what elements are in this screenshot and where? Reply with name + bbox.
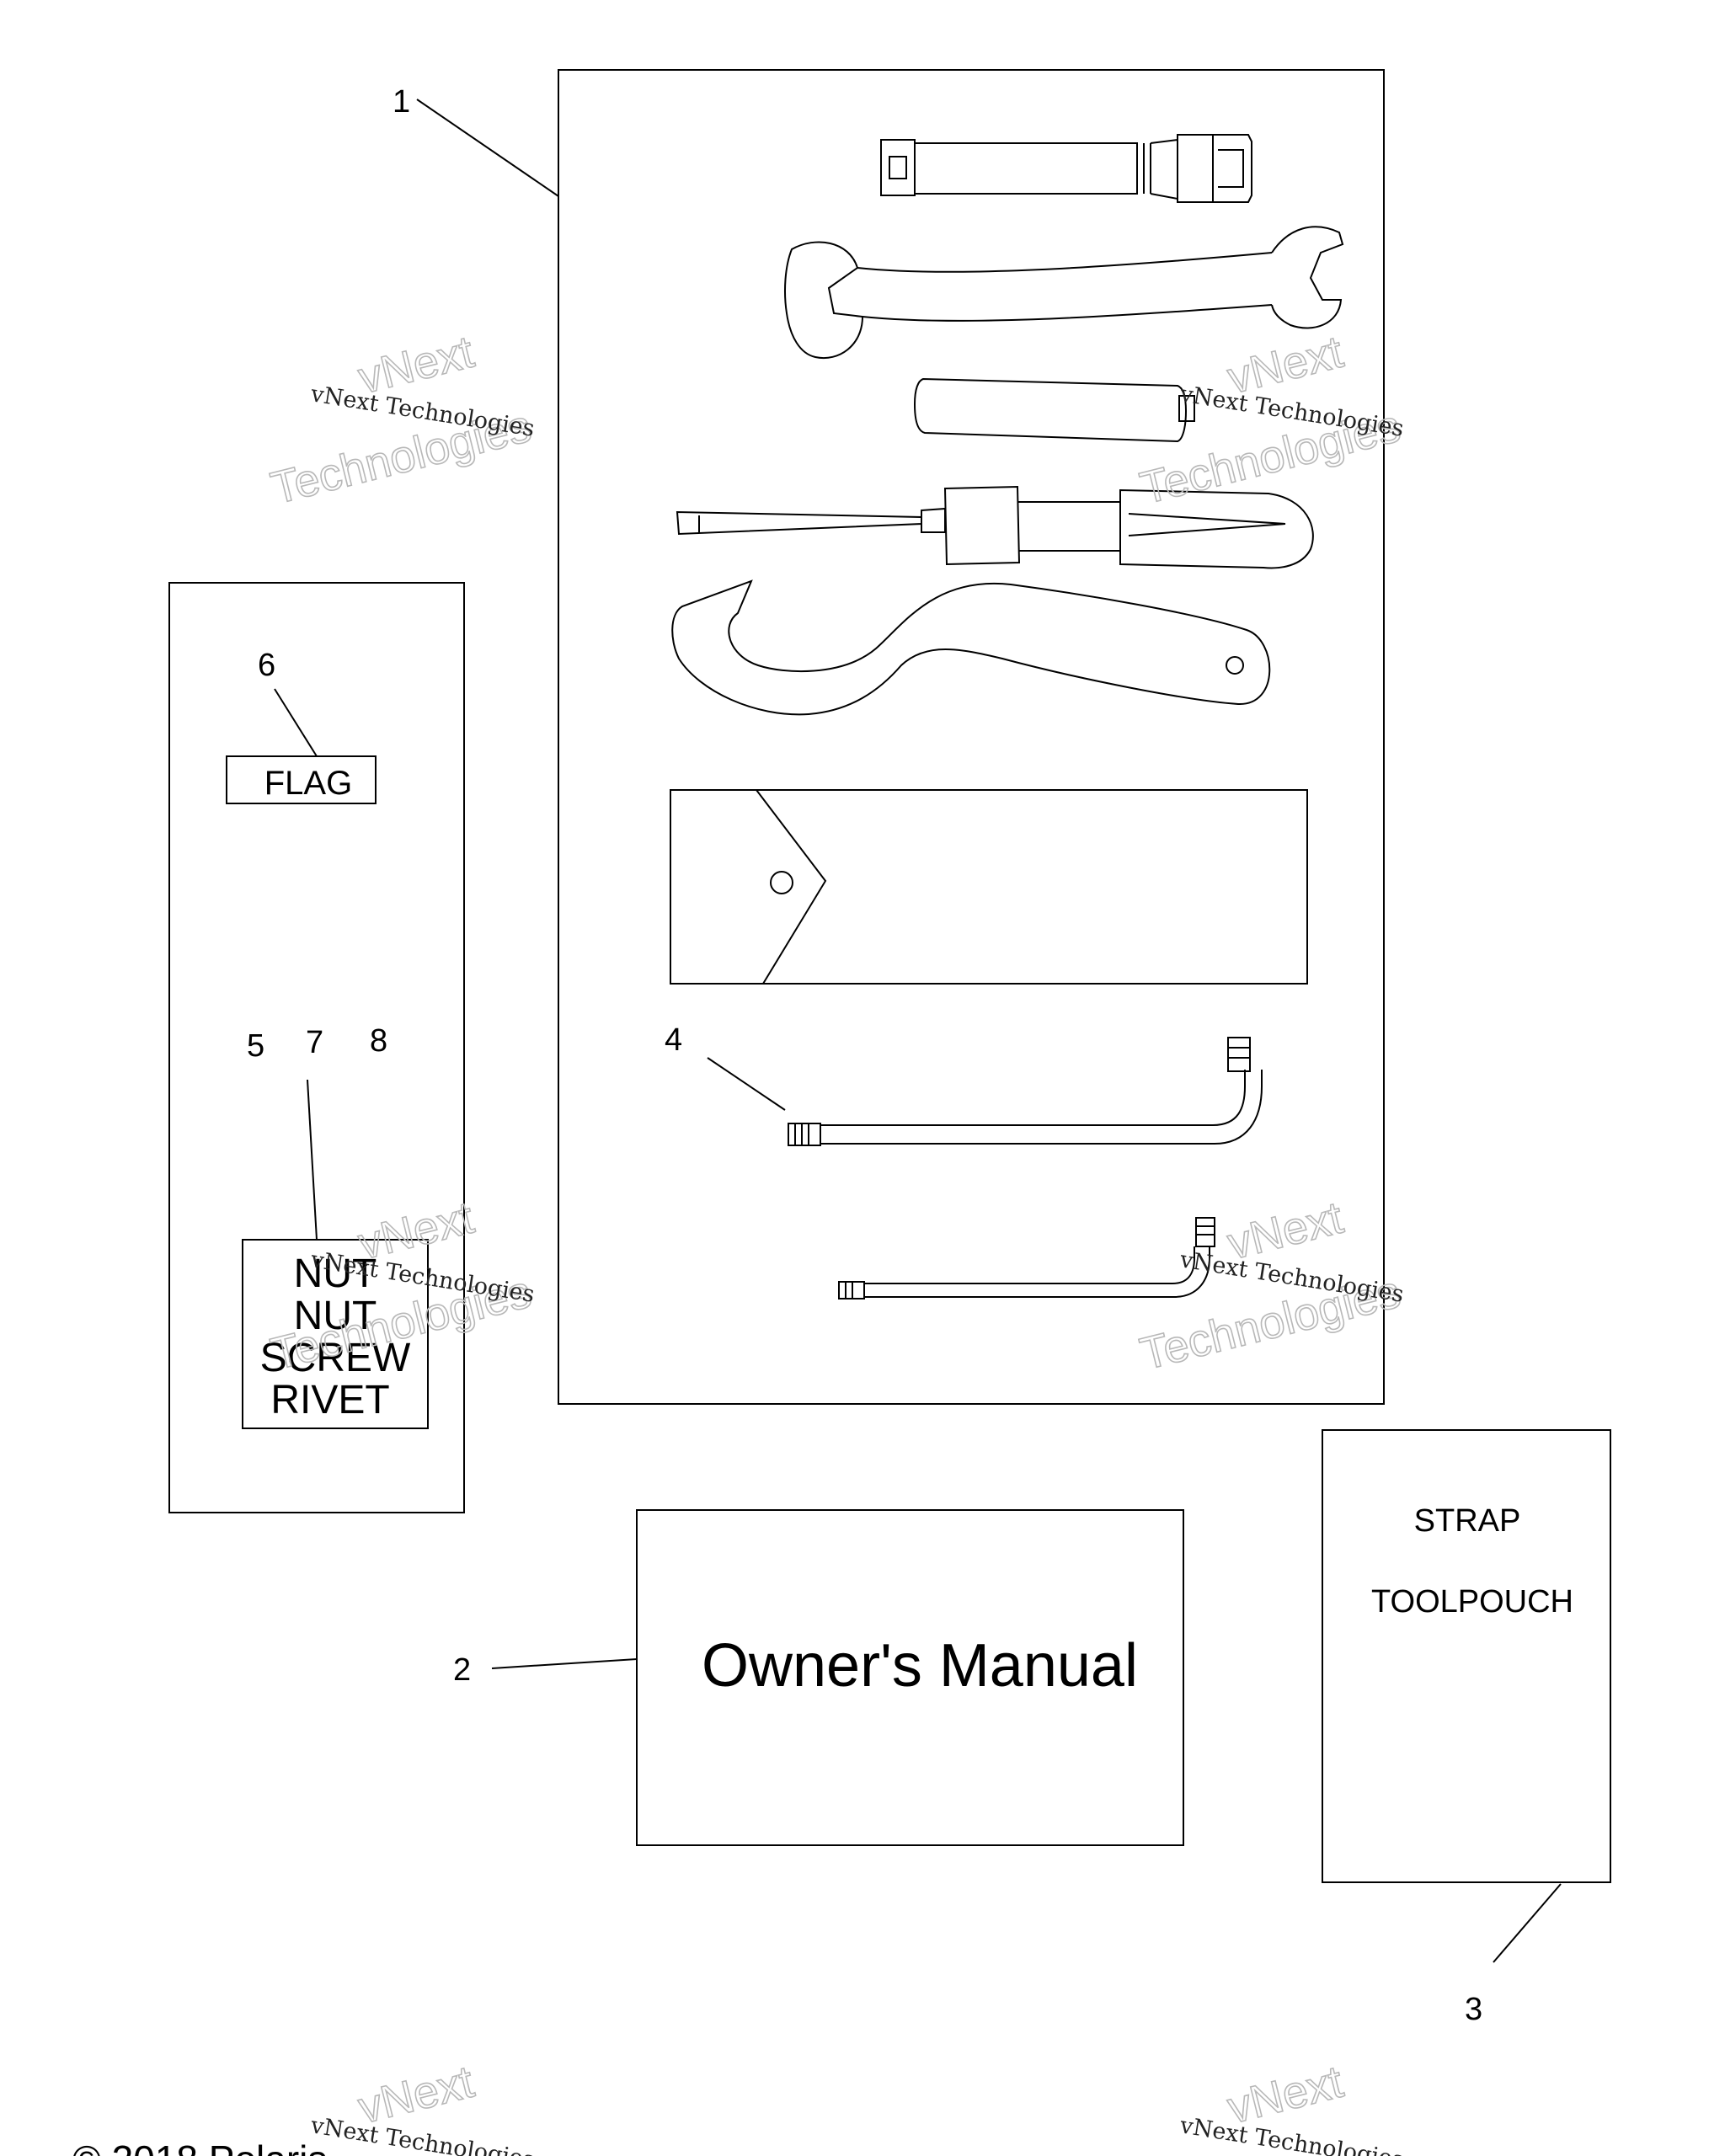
leader-line-3 [1493,1883,1562,1963]
toolpouch-label: TOOLPOUCH [1371,1584,1573,1620]
hardware-bag-frame [168,582,465,1513]
tool-kit-frame [558,69,1385,1405]
socket-extension-icon [880,134,1252,203]
watermark-top-left: vNext Technologies vNext Technologies [265,326,537,515]
watermark-top-right: vNext Technologies vNext Technologies [1135,326,1406,515]
flag-label-box [226,755,377,804]
hardware-label-nut-1: NUT [294,1251,377,1296]
hardware-label-rivet: RIVET [270,1378,389,1422]
owners-manual-label: Owner's Manual [702,1632,1138,1700]
pamphlet-icon [670,789,1308,985]
open-end-wrench-icon [784,226,1344,360]
hardware-label-box [242,1239,429,1429]
strap-label: STRAP [1414,1503,1521,1539]
screwdriver-icon [676,485,1314,569]
copyright-text: © 2018 Polaris [72,2137,327,2156]
callout-8: 8 [370,1023,387,1059]
leader-line-1 [416,99,559,197]
callout-1: 1 [393,84,410,120]
hardware-label-nut-2: NUT [294,1294,377,1338]
watermark-mid-right: vNext Technologies vNext Technologies [1135,1192,1406,1380]
callout-2: 2 [453,1652,471,1688]
watermark-bottom-right: vNext vNext Technologies [1178,2056,1406,2156]
leader-line-2 [491,1658,638,1669]
owners-manual-box [636,1509,1184,1846]
leader-line-6 [274,688,318,757]
callout-4: 4 [665,1022,682,1058]
flag-label: FLAG [264,765,352,802]
screwdriver-handle-icon [913,377,1195,443]
watermark-bottom-left: vNext vNext Technologies [308,2056,537,2156]
callout-6: 6 [258,648,275,683]
callout-5: 5 [247,1028,264,1064]
leader-line-7 [307,1079,318,1241]
toolpouch-box [1322,1429,1611,1883]
spanner-wrench-icon [671,579,1271,716]
callout-7: 7 [306,1025,323,1060]
hardware-label-screw: SCREW [260,1336,411,1380]
leader-line-4 [707,1057,786,1111]
hex-key-short-icon [838,1217,1215,1299]
hex-key-long-icon [788,1037,1263,1146]
callout-3: 3 [1465,1992,1482,2027]
